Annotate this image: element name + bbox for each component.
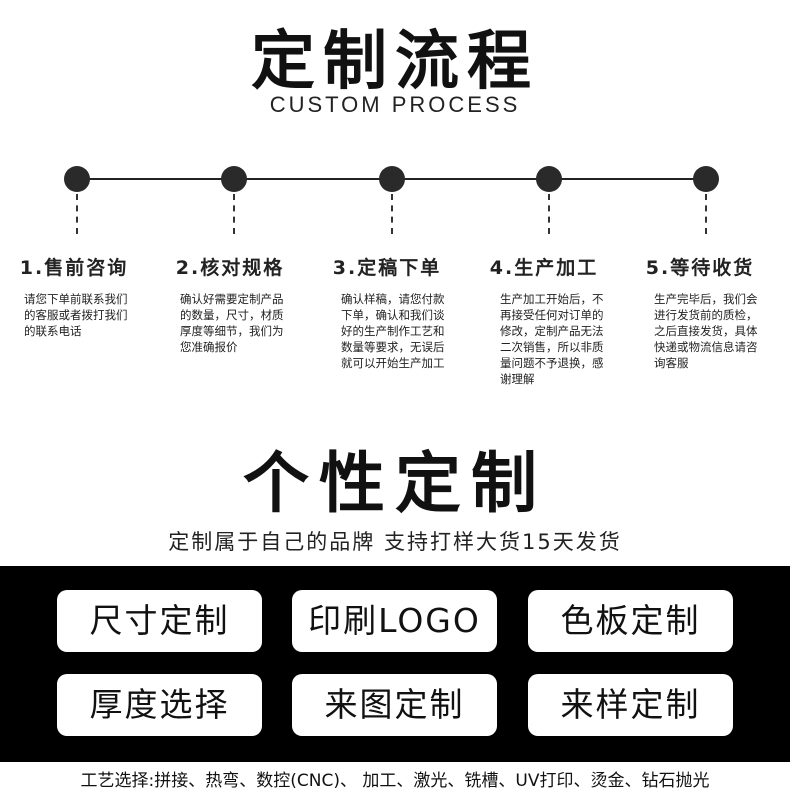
option-size[interactable]: 尺寸定制 (57, 590, 262, 652)
step-3-description: 确认样稿，请您付款下单，确认和我们谈好的生产制作工艺和数量等要求，无误后就可以开… (341, 292, 445, 370)
step-4-title: 4.生产加工 (489, 257, 599, 279)
step-5-description: 生产完毕后，我们会进行发货前的质检，之后直接发货，具体快递或物流信息请咨询客服 (654, 292, 758, 370)
section-title: 个性定制 (243, 445, 547, 522)
step-4-dot (536, 166, 562, 192)
step-1-description: 请您下单前联系我们的客服或者拨打我们的联系电话 (24, 292, 128, 338)
step-5-connector (705, 194, 707, 234)
option-logo-print[interactable]: 印刷LOGO (292, 590, 497, 652)
step-2-description: 确认好需要定制产品的数量，尺寸，材质厚度等细节，我们为您准确报价 (180, 292, 284, 354)
step-3-title: 3.定稿下单 (332, 257, 442, 279)
step-4-description: 生产加工开始后，不再接受任何对订单的修改，定制产品无法二次销售，所以非质量问题不… (500, 292, 604, 386)
option-thickness[interactable]: 厚度选择 (57, 674, 262, 736)
step-1-dot (64, 166, 90, 192)
option-from-sample[interactable]: 来样定制 (528, 674, 733, 736)
step-5-dot (693, 166, 719, 192)
step-4-connector (548, 194, 550, 234)
option-color-board[interactable]: 色板定制 (528, 590, 733, 652)
page-title: 定制流程 (251, 25, 539, 99)
step-2-dot (221, 166, 247, 192)
step-2-title: 2.核对规格 (175, 257, 285, 279)
section-subtitle: 定制属于自己的品牌 支持打样大货15天发货 (168, 530, 622, 554)
step-1-connector (76, 194, 78, 234)
step-3-connector (391, 194, 393, 234)
step-3-dot (379, 166, 405, 192)
craft-options-footer: 工艺选择:拼接、热弯、数控(CNC)、 加工、激光、铣槽、UV打印、烫金、钻石抛… (80, 771, 710, 791)
step-2-connector (233, 194, 235, 234)
step-5-title: 5.等待收货 (645, 257, 755, 279)
option-from-drawing[interactable]: 来图定制 (292, 674, 497, 736)
step-1-title: 1.售前咨询 (19, 257, 129, 279)
page-subtitle-en: CUSTOM PROCESS (269, 92, 521, 117)
